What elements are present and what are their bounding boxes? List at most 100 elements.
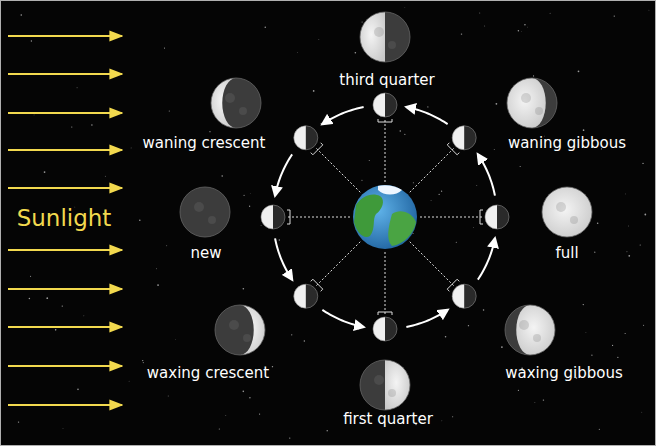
orbit-arc (322, 310, 363, 327)
orbit-moon (294, 126, 323, 155)
moon-view (360, 360, 410, 410)
phase-label: waxing crescent (147, 365, 269, 382)
star (243, 288, 245, 290)
sun-rays (8, 36, 122, 405)
star (583, 129, 585, 131)
sight-line (410, 242, 455, 287)
orbit-moon (447, 126, 476, 155)
orbit-arc (275, 154, 292, 195)
star (612, 345, 613, 346)
orbit-moon (373, 312, 397, 341)
sun-ray (8, 149, 122, 151)
star (518, 30, 520, 32)
star (166, 245, 168, 247)
star (369, 160, 370, 161)
star (585, 332, 587, 334)
star (642, 163, 643, 164)
sight-line (385, 119, 386, 182)
phase-label: waning crescent (143, 135, 266, 152)
star (327, 430, 328, 431)
sun-ray (8, 365, 122, 367)
star (644, 214, 646, 216)
star (362, 21, 363, 22)
star (291, 334, 292, 335)
star (521, 31, 523, 33)
star (468, 325, 469, 326)
star (225, 414, 227, 416)
star (29, 298, 30, 299)
star (473, 227, 475, 229)
star (18, 421, 19, 422)
sight-line (410, 148, 455, 193)
phase-label: first quarter (343, 411, 433, 428)
star (249, 192, 251, 194)
star (430, 199, 432, 201)
star (249, 206, 250, 207)
star (157, 284, 159, 286)
moon-view (215, 305, 265, 355)
star (456, 242, 457, 243)
star (279, 239, 280, 240)
phase-label: third quarter (339, 72, 434, 89)
star (617, 357, 618, 358)
star (404, 134, 405, 135)
orbit-arc (478, 238, 495, 279)
star (272, 366, 273, 367)
orbit-moon (480, 205, 509, 229)
orbit-moon (294, 279, 323, 308)
star (304, 340, 305, 341)
star (520, 166, 521, 167)
star (413, 111, 415, 113)
star (169, 110, 170, 111)
star (628, 255, 630, 257)
star (476, 185, 478, 187)
star (441, 420, 443, 422)
star (76, 87, 78, 89)
star (534, 402, 536, 404)
star (479, 12, 481, 14)
star (221, 175, 223, 177)
star (445, 336, 447, 338)
sight-line (287, 217, 350, 218)
star (142, 360, 143, 361)
moon-appearance (180, 12, 592, 410)
sight-line (385, 252, 386, 315)
star (104, 175, 106, 177)
star (62, 428, 64, 430)
star (249, 397, 250, 398)
star (259, 413, 260, 414)
star (156, 268, 158, 270)
star (313, 90, 315, 92)
sun-ray (8, 73, 122, 75)
star (624, 193, 626, 195)
star (260, 225, 262, 227)
star (289, 437, 290, 438)
star (77, 389, 79, 391)
star (591, 355, 592, 356)
star (400, 130, 401, 131)
star (91, 124, 92, 125)
star (483, 309, 485, 311)
sunlight-label: Sunlight (17, 206, 112, 231)
star (614, 15, 615, 16)
star (452, 416, 453, 417)
star (357, 329, 359, 331)
orbit-arc (406, 107, 447, 124)
star (648, 9, 650, 11)
star (321, 123, 323, 125)
star (496, 103, 498, 105)
star (549, 12, 551, 14)
star (441, 191, 442, 192)
star (413, 233, 414, 234)
star (143, 362, 144, 363)
star (628, 225, 630, 227)
moon-view (360, 12, 410, 62)
star (33, 114, 35, 116)
star (164, 48, 165, 49)
phase-label: full (555, 245, 578, 262)
moon-view (180, 187, 230, 237)
orbit-arc (322, 107, 363, 124)
moon-view (505, 305, 555, 355)
sight-line (316, 148, 361, 193)
